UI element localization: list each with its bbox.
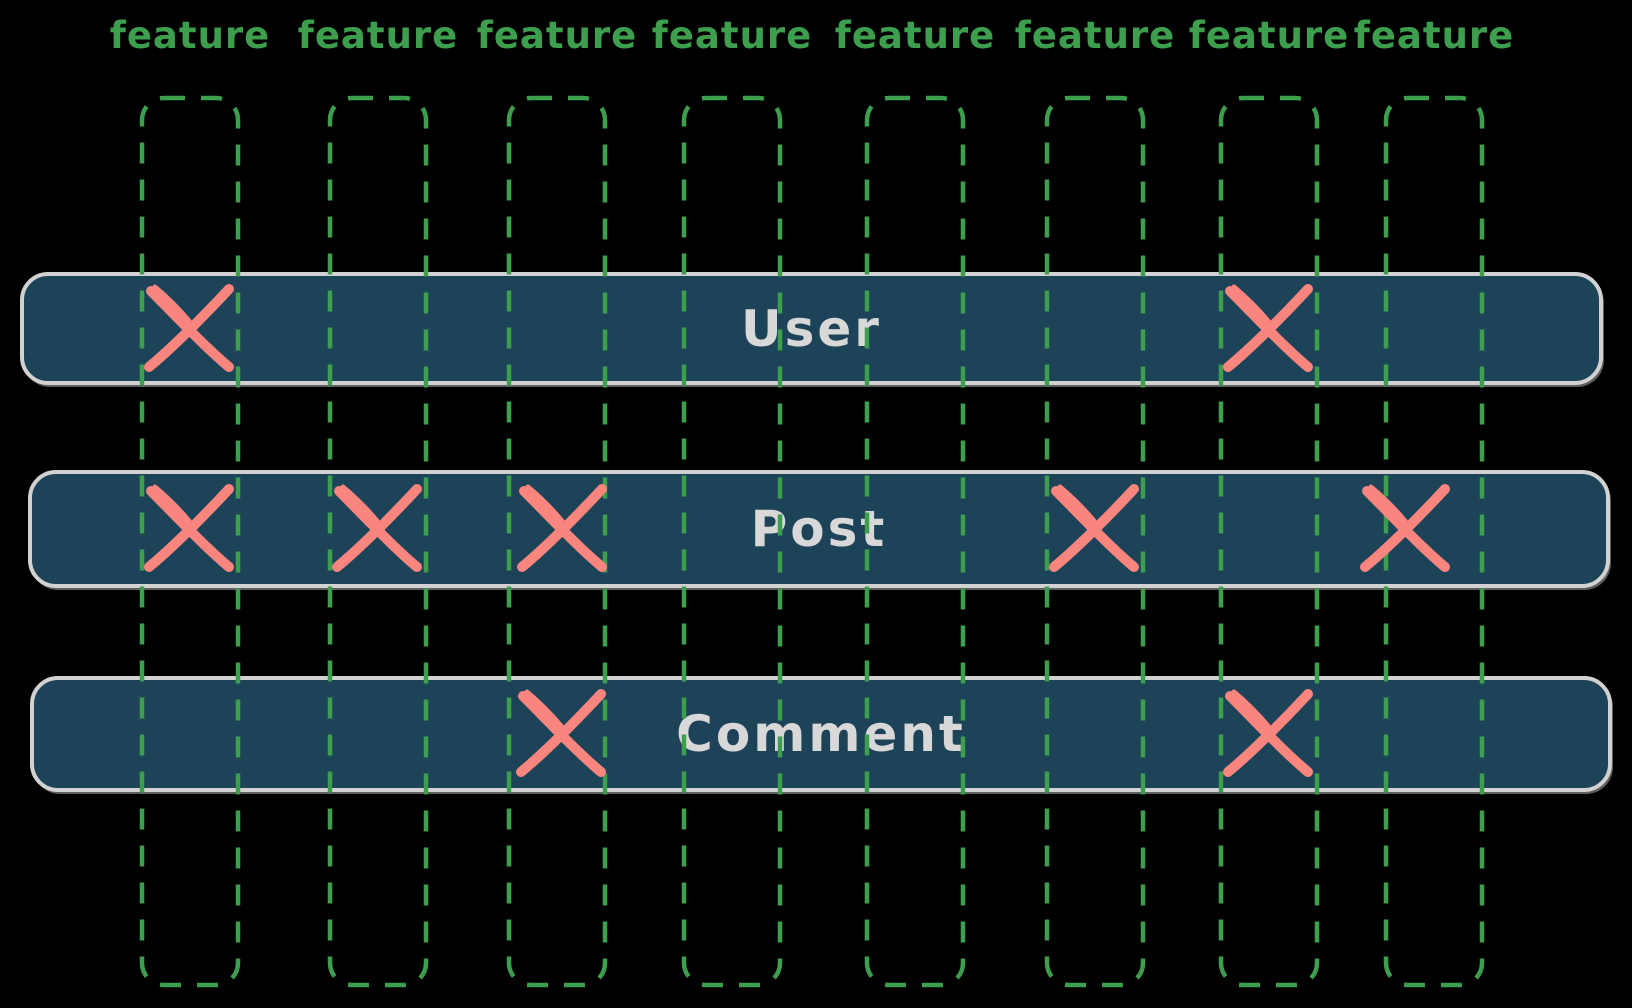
x-mark (332, 484, 422, 572)
feature-column-label: feature (1188, 14, 1350, 57)
x-mark (517, 484, 607, 572)
entity-row-label: User (741, 299, 882, 358)
feature-column-label: feature (1353, 14, 1515, 57)
x-mark (1223, 283, 1313, 372)
entity-row-user: User (20, 272, 1603, 385)
feature-column-label: feature (1014, 14, 1176, 57)
entity-row-label: Post (750, 500, 888, 558)
entity-row-comment: Comment (30, 676, 1612, 792)
feature-column-label: feature (297, 14, 459, 57)
feature-column-label: feature (109, 14, 271, 57)
feature-column-outline (681, 95, 783, 988)
feature-column-label: feature (651, 14, 813, 57)
x-mark (1049, 484, 1139, 572)
feature-column-label: feature (476, 14, 638, 57)
x-mark (144, 484, 234, 572)
feature-column-label: feature (834, 14, 996, 57)
entity-row-label: Comment (676, 705, 966, 763)
entity-row-post: Post (28, 470, 1610, 588)
x-mark (144, 283, 234, 372)
x-mark (1360, 484, 1450, 572)
feature-column-outline (864, 95, 966, 988)
x-mark (516, 689, 606, 777)
x-mark (1223, 689, 1313, 777)
feature-column-outline (1218, 95, 1320, 988)
